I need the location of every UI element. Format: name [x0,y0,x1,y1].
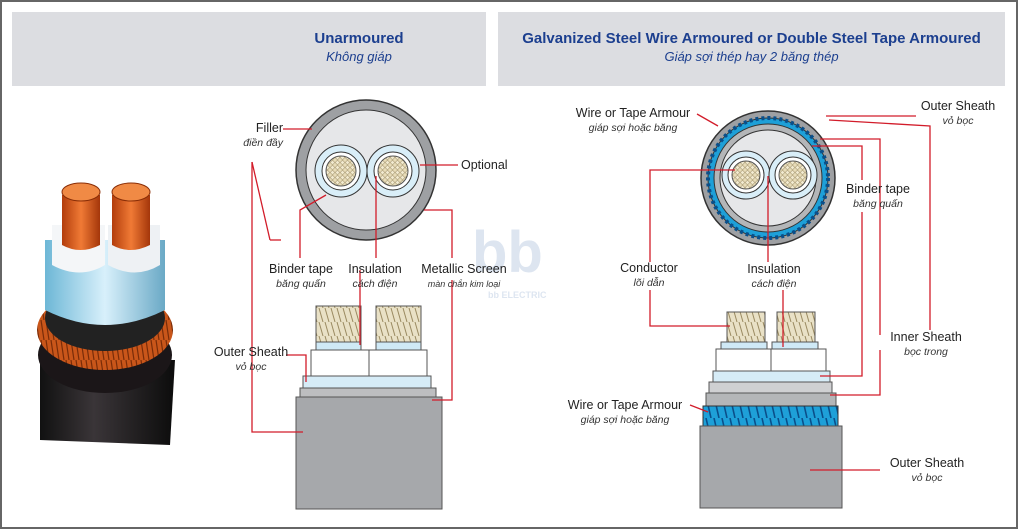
label-insulation-right-en: Insulation [747,262,801,276]
right-leader-lines [649,113,931,471]
label-outer-sheath-top: Outer Sheath vỏ bọc [912,99,1004,129]
label-insulation-left: Insulation cách điện [342,262,408,292]
label-filler: Filler điền đầy [219,121,283,151]
header-subtitle-unarmoured: Không giáp [326,49,392,64]
left-leader-lines [251,128,458,433]
label-optional-en: Optional [461,158,508,172]
label-insulation-right-vi: cách điện [751,278,797,290]
label-filler-en: Filler [255,121,283,135]
label-optional: Optional [461,158,508,173]
label-conductor-vi: lõi dẫn [633,277,665,289]
label-conductor: Conductor lõi dẫn [610,261,688,291]
label-metallic-screen: Metallic Screen màn chắn kim loại [414,262,514,292]
label-wire-armour-top-vi: giáp sợi hoặc băng [588,122,678,134]
label-conductor-en: Conductor [620,261,678,275]
cable-photo [37,182,175,445]
watermark-logo: bb bb ELECTRIC [472,220,547,300]
label-wire-armour-top-en: Wire or Tape Armour [575,106,691,120]
label-wire-armour-top: Wire or Tape Armour giáp sợi hoặc băng [564,106,702,136]
label-outer-sheath-bottom-vi: vỏ bọc [911,472,943,484]
label-binder-tape-left-en: Binder tape [269,262,333,276]
label-outer-sheath-left: Outer Sheath vỏ bọc [204,345,298,375]
label-inner-sheath-en: Inner Sheath [890,330,962,344]
label-binder-tape-left-vi: băng quấn [276,278,326,290]
label-outer-sheath-bottom: Outer Sheath vỏ bọc [880,456,974,486]
label-filler-vi: điền đầy [243,137,283,149]
header-title-armoured: Galvanized Steel Wire Armoured or Double… [522,30,981,47]
label-wire-armour-bottom: Wire or Tape Armour giáp sợi hoặc băng [556,398,694,428]
label-outer-sheath-top-vi: vỏ bọc [942,115,974,127]
left-side-view [295,305,443,510]
label-metallic-screen-vi: màn chắn kim loại [427,279,501,289]
watermark-text: bb ELECTRIC [488,290,547,300]
label-insulation-right: Insulation cách điện [738,262,810,292]
label-binder-tape-right-en: Binder tape [846,182,910,196]
left-cross-section [295,99,437,241]
label-inner-sheath-vi: bọc trong [904,346,948,358]
label-wire-armour-bottom-vi: giáp sợi hoặc băng [580,414,670,426]
label-binder-tape-left: Binder tape băng quấn [258,262,344,292]
label-binder-tape-right-vi: băng quấn [853,198,903,210]
header-title-unarmoured: Unarmoured [314,30,404,47]
label-outer-sheath-top-en: Outer Sheath [920,99,996,113]
label-outer-sheath-left-en: Outer Sheath [213,345,289,359]
header-subtitle-armoured: Giáp sợi thép hay 2 băng thép [664,49,839,64]
right-side-view [699,311,843,509]
label-outer-sheath-left-vi: vỏ bọc [235,361,267,373]
label-binder-tape-right: Binder tape băng quấn [836,182,920,212]
header-unarmoured: Unarmoured Không giáp [12,12,486,86]
label-metallic-screen-en: Metallic Screen [421,262,507,276]
header-armoured: Galvanized Steel Wire Armoured or Double… [498,12,1005,86]
label-insulation-left-vi: cách điện [352,278,398,290]
label-wire-armour-bottom-en: Wire or Tape Armour [567,398,683,412]
label-outer-sheath-bottom-en: Outer Sheath [889,456,965,470]
svg-text:bb: bb [472,220,543,285]
label-insulation-left-en: Insulation [348,262,402,276]
label-inner-sheath: Inner Sheath bọc trong [882,330,970,360]
